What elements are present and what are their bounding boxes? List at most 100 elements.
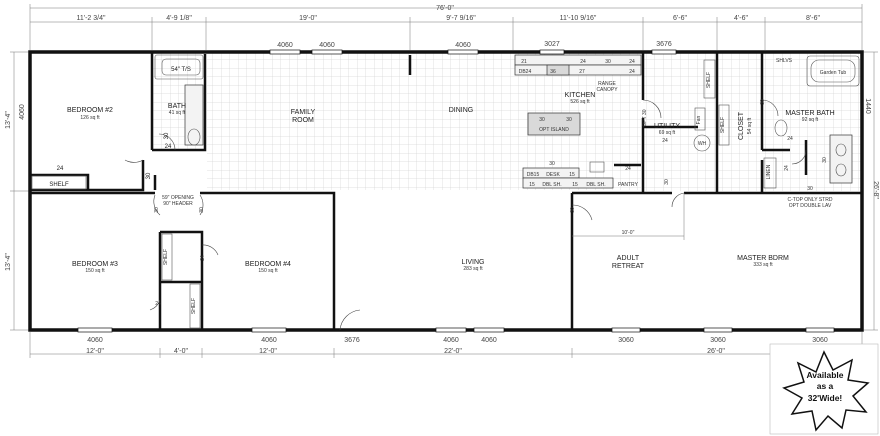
shelf-b3: SHELF — [163, 249, 169, 265]
ctop-note-1: C-TOP ONLY STRD — [788, 197, 833, 203]
opening-note-2: 90" HEADER — [163, 201, 193, 207]
window-bottom-4: 4060 — [481, 337, 497, 344]
kcab-24a: 24 — [580, 59, 586, 65]
window-bottom-2: 4060 — [261, 337, 277, 344]
garden-tub: Garden Tub — [820, 70, 847, 76]
window-bottom-3: 4060 — [443, 337, 459, 344]
top-dim-5: 11'-10 9/16" — [560, 15, 597, 22]
bottom-dim-5: 26'-0" — [707, 348, 725, 355]
closet-area: 54 sq ft — [747, 117, 753, 134]
window-top-3: 4060 — [455, 42, 471, 49]
linen-label: LINEN — [766, 164, 772, 179]
room-labels: BEDROOM #2 126 sq ft BATH 41 sq ft FAMIL… — [67, 92, 835, 274]
interior-walls — [30, 52, 862, 330]
bedroom3-area: 150 sq ft — [85, 268, 105, 274]
desk-label: DESK — [546, 172, 560, 178]
b3-30: 30 — [154, 207, 160, 213]
tile-floor — [153, 53, 861, 191]
window-right: 1440 — [864, 98, 871, 114]
overall-dimension: 76'-0" — [436, 5, 454, 12]
window-bottom-1: 4060 — [87, 337, 103, 344]
ctop-note-2: OPT DOUBLE LAV — [789, 203, 832, 209]
top-dim-1: 11'-2 3/4" — [77, 15, 107, 22]
k-30: 30 — [549, 161, 555, 167]
tub-label: 54" T/S — [171, 67, 191, 73]
left-dim-2: 13'-4" — [5, 253, 12, 271]
side-dimensions: 13'-4" 13'-4" 4060 26'-8" 1440 — [5, 51, 879, 331]
range-canopy-2: CANOPY — [596, 87, 618, 93]
top-dim-2: 4'-9 1/8" — [166, 15, 192, 22]
top-dim-3: 19'-0" — [299, 15, 317, 22]
window-top-1: 4060 — [277, 42, 293, 49]
kcab-24b: 24 — [629, 59, 635, 65]
util-30: 30 — [664, 179, 670, 185]
shelf-utility: SHELF — [706, 72, 712, 88]
availability-badge: Available as a 32'Wide! — [769, 343, 879, 435]
bedroom4-name: BEDROOM #4 — [245, 261, 291, 268]
water-heater: WH — [698, 141, 707, 147]
bath-area: 41 sq ft — [169, 110, 186, 116]
opt-30: OPT 30 — [642, 109, 648, 126]
window-bottom-6: 3060 — [710, 337, 726, 344]
b4-30: 30 — [199, 207, 205, 213]
kcab-30: 30 — [605, 59, 611, 65]
db15: DB15 — [527, 172, 540, 178]
util-24: 24 — [662, 138, 668, 144]
bed2-cab-24: 24 — [57, 166, 64, 172]
shlvs-label: SHLVS — [776, 58, 793, 64]
range-canopy-1: RANGE — [598, 81, 616, 87]
shelf-bedroom2: SHELF — [49, 182, 69, 188]
opt-island: OPT ISLAND — [539, 127, 569, 133]
top-dim-4: 9'-7 9/16" — [446, 15, 476, 22]
utility-name: UTILITY — [654, 123, 680, 130]
master-bdrm-name: MASTER BDRM — [737, 255, 789, 262]
badge-line3: 32'Wide! — [808, 393, 843, 403]
adult-retreat-line1: ADULT — [617, 255, 640, 262]
shelf-b4: SHELF — [191, 298, 197, 314]
bottom-dim-4: 22'-0" — [444, 348, 462, 355]
bath-name: BATH — [168, 103, 186, 110]
family-room-line2: ROOM — [292, 117, 314, 124]
master-bath-area: 92 sq ft — [802, 117, 819, 123]
bedroom2-area: 126 sq ft — [80, 115, 100, 121]
k-15a: 15 — [569, 172, 575, 178]
top-dim-7: 4'-6" — [734, 15, 748, 22]
kcab-27: 27 — [579, 69, 585, 75]
left-dim-1: 13'-4" — [5, 111, 12, 129]
utility-area: 69 sq ft — [659, 130, 676, 136]
kcab-21: 21 — [521, 59, 527, 65]
mb-30: 30 — [822, 157, 828, 163]
dbl-sh-2: DBL SH. — [586, 182, 605, 188]
window-top-2: 4060 — [319, 42, 335, 49]
window-bottom-5: 3060 — [618, 337, 634, 344]
master-bath-name: MASTER BATH — [785, 110, 834, 117]
badge-line2: as a — [817, 381, 834, 391]
bedroom4-area: 150 sq ft — [258, 268, 278, 274]
badge-line1: Available — [806, 370, 843, 380]
b-24b: 24 — [155, 301, 161, 307]
starburst-shape — [782, 350, 870, 432]
windows: 4060 4060 4060 3027 3676 4060 4060 3676 … — [77, 41, 835, 344]
bedroom3-name: BEDROOM #3 — [72, 261, 118, 268]
mb-24: 24 — [784, 165, 790, 171]
shelf-closet: SHELF — [720, 117, 726, 133]
living-area: 283 sq ft — [463, 266, 483, 272]
k-15b: 15 — [529, 182, 535, 188]
window-top-4: 3027 — [544, 41, 560, 48]
bottom-dimensions: 12'-0" 4'-0" 12'-0" 22'-0" 26'-0" — [29, 332, 863, 358]
window-left: 4060 — [19, 104, 26, 120]
bottom-dim-3: 12'-0" — [259, 348, 277, 355]
family-room-line1: FAMILY — [291, 109, 316, 116]
master-bdrm-area: 333 sq ft — [753, 262, 773, 268]
hall-30: 30 — [146, 172, 152, 179]
k-15c: 15 — [572, 182, 578, 188]
dbl-sh-1: DBL SH. — [542, 182, 561, 188]
right-dim-1: 26'-8" — [872, 181, 879, 199]
mb-30b: 30 — [760, 99, 766, 105]
mb-24b: 24 — [787, 136, 793, 142]
island-30a: 30 — [539, 117, 545, 123]
doors — [124, 99, 807, 331]
kcab-36: 36 — [550, 69, 556, 75]
pantry-24: 24 — [625, 166, 631, 172]
